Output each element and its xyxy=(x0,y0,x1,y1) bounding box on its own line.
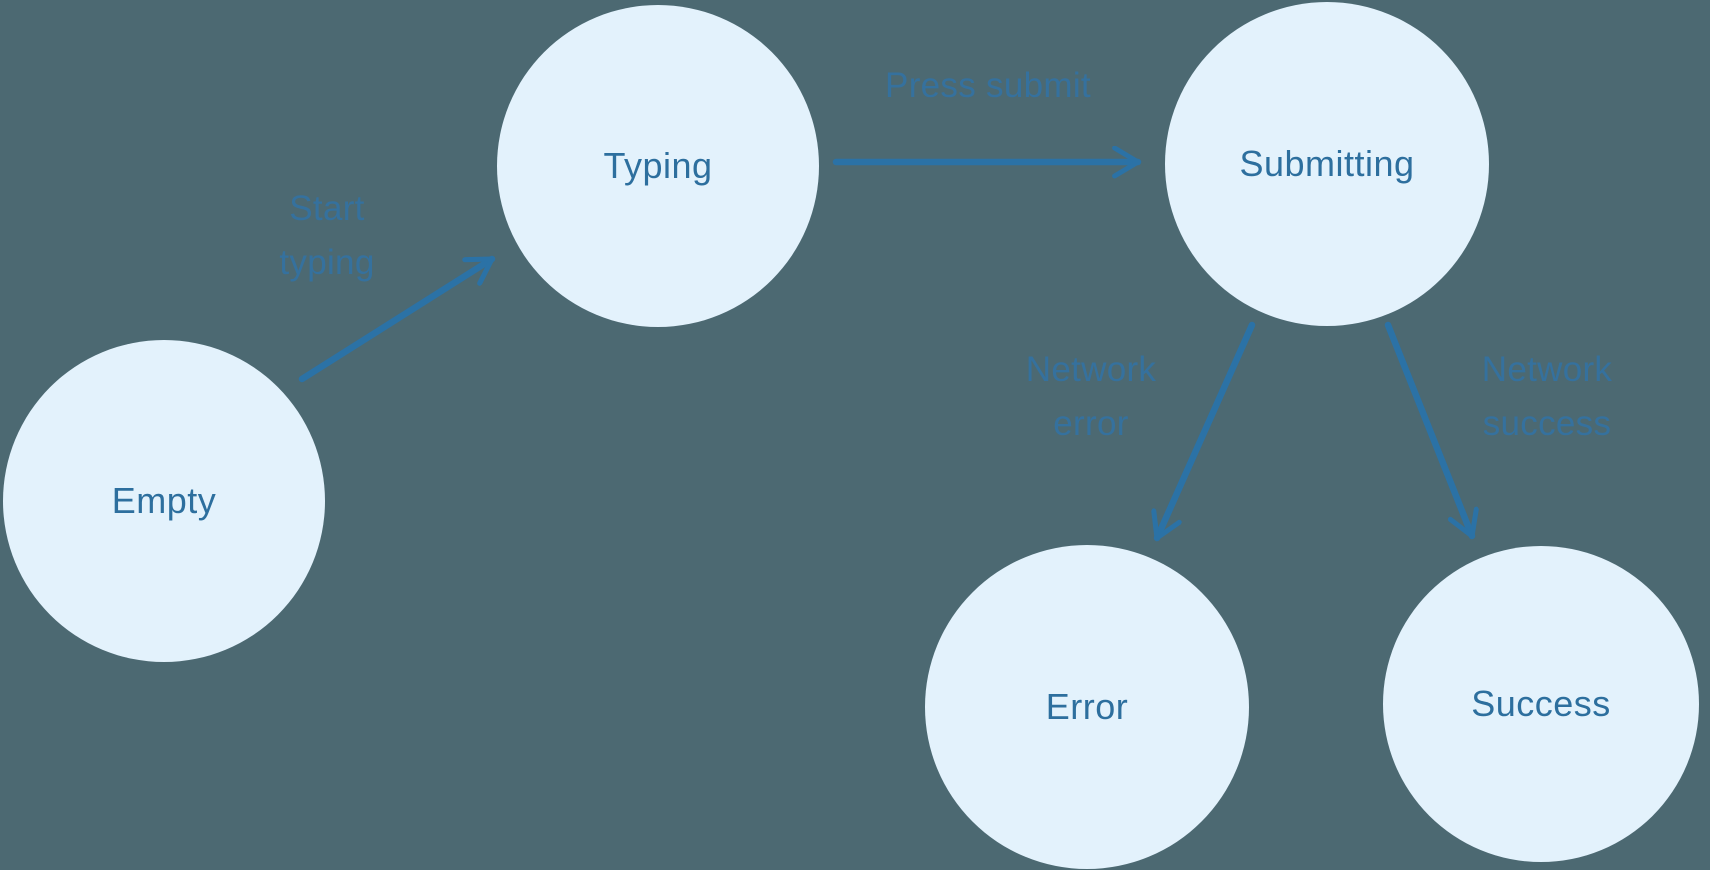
edge-submitting-to-success-arrow xyxy=(1384,321,1472,540)
state-node-success: Success xyxy=(1383,546,1699,862)
state-node-submitting-label: Submitting xyxy=(1239,143,1415,184)
edge-submitting-to-error-arrow xyxy=(1157,321,1256,542)
edge-label-press-submit: Press submit xyxy=(885,66,1091,105)
edge-empty-to-typing-arrow xyxy=(298,255,496,383)
state-node-error-label: Error xyxy=(1045,686,1129,727)
state-node-success-label: Success xyxy=(1471,683,1611,724)
state-node-error: Error xyxy=(925,545,1249,869)
state-node-typing: Typing xyxy=(497,5,819,327)
state-node-typing-label: Typing xyxy=(603,145,713,186)
edge-label-start-typing: Start typing xyxy=(279,189,375,282)
edge-label-network-success: Network success xyxy=(1481,350,1613,443)
state-node-submitting: Submitting xyxy=(1165,2,1489,326)
edge-label-network-error: Network error xyxy=(1025,350,1157,443)
state-node-empty-label: Empty xyxy=(111,480,217,521)
state-node-empty: Empty xyxy=(3,340,325,662)
